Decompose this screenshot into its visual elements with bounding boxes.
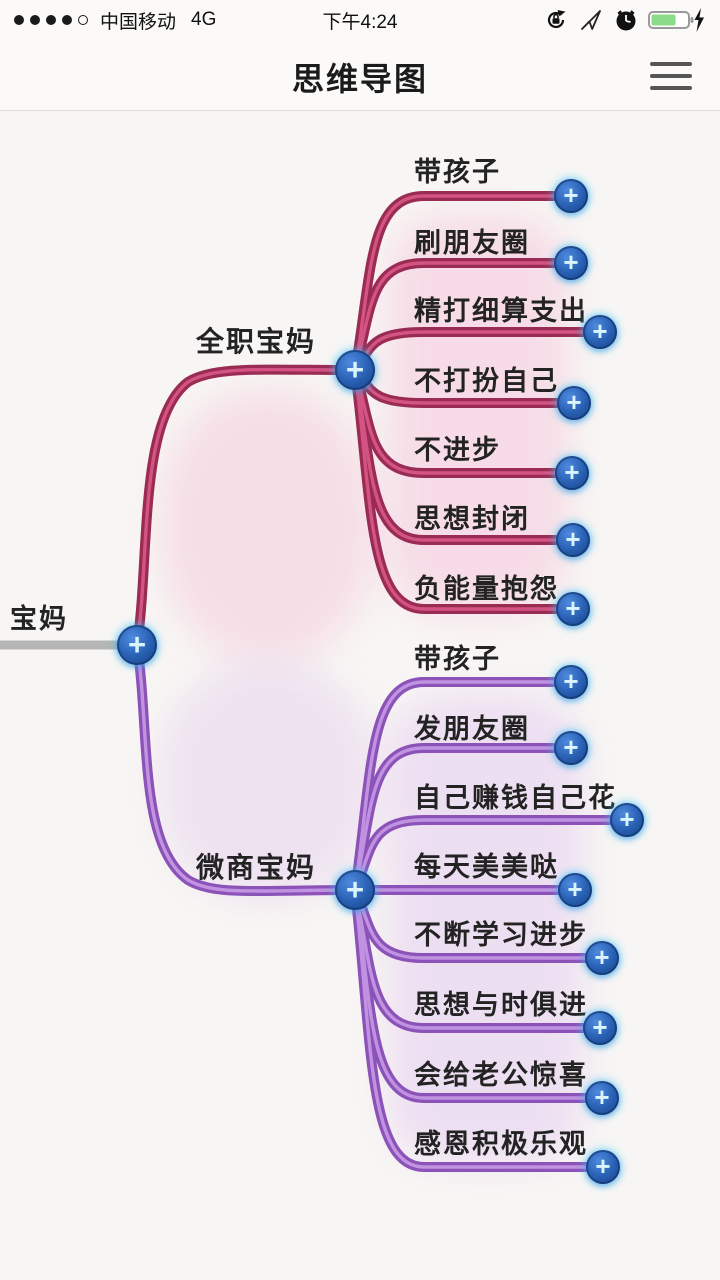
plus-icon: + [567,874,583,904]
node-label-leaf[interactable]: 发朋友圈 [414,714,530,744]
leaf-add-button[interactable]: + [555,456,589,490]
plus-icon: + [565,524,581,554]
leaf-add-button[interactable]: + [554,731,588,765]
plus-icon: + [565,593,581,623]
plus-icon: + [566,387,582,417]
leaf-add-button[interactable]: + [558,873,592,907]
node-label-leaf[interactable]: 思想封闭 [414,504,530,534]
branch1-add-button[interactable]: + [335,350,375,390]
leaf-add-button[interactable]: + [583,1011,617,1045]
leaf-add-button[interactable]: + [586,1150,620,1184]
plus-icon: + [592,316,608,346]
leaf-add-button[interactable]: + [554,246,588,280]
node-label-leaf[interactable]: 刷朋友圈 [414,228,530,258]
plus-icon: + [345,871,365,907]
leaf-add-button[interactable]: + [554,665,588,699]
leaf-add-button[interactable]: + [556,592,590,626]
network-type: 4G [191,9,217,30]
plus-icon: + [563,247,579,277]
carrier-info: 中国移动 4G [14,7,216,34]
node-label-leaf[interactable]: 精打细算支出 [414,296,588,326]
node-label-leaf[interactable]: 自己赚钱自己花 [414,783,617,813]
node-label-leaf[interactable]: 负能量抱怨 [414,574,559,604]
plus-icon: + [563,732,579,762]
plus-icon: + [619,804,635,834]
branch-glow [388,695,583,1165]
node-label-leaf[interactable]: 不断学习进步 [414,920,588,950]
menu-button[interactable] [650,62,692,90]
leaf-add-button[interactable]: + [557,386,591,420]
plus-icon: + [563,666,579,696]
node-label-leaf[interactable]: 带孩子 [414,644,501,674]
leaf-add-button[interactable]: + [583,315,617,349]
node-label-branch1[interactable]: 全职宝妈 [196,326,317,357]
menu-bar-icon [650,86,692,90]
leaf-add-button[interactable]: + [585,1081,619,1115]
menu-bar-icon [650,74,692,78]
plus-icon: + [564,457,580,487]
plus-icon: + [127,626,147,662]
plus-icon: + [592,1012,608,1042]
plus-icon: + [345,351,365,387]
node-label-leaf[interactable]: 思想与时俱进 [414,990,588,1020]
menu-bar-icon [650,62,692,66]
branch-glow [388,215,568,615]
root-add-button[interactable]: + [117,625,157,665]
branch2-add-button[interactable]: + [335,870,375,910]
signal-dot-icon [62,15,72,25]
rotation-lock-icon [543,7,569,33]
signal-dot-empty-icon [78,15,88,25]
leaf-add-button[interactable]: + [585,941,619,975]
node-label-leaf[interactable]: 不打扮自己 [414,366,559,396]
carrier-name: 中国移动 [100,11,177,33]
branch-glow [160,665,375,900]
plus-icon: + [563,180,579,210]
page-title: 思维导图 [291,61,428,97]
node-label-leaf[interactable]: 感恩积极乐观 [414,1129,588,1159]
status-icons [543,7,706,33]
location-arrow-icon [578,7,604,33]
signal-dot-icon [30,15,40,25]
alarm-clock-icon [613,7,639,33]
status-bar: 中国移动 4G 下午4:24 [0,0,720,40]
branch-glow [160,390,375,660]
node-label-branch2[interactable]: 微商宝妈 [196,852,317,883]
battery-charging-icon [648,7,706,33]
leaf-add-button[interactable]: + [554,179,588,213]
node-label-leaf[interactable]: 不进步 [414,435,501,465]
plus-icon: + [594,942,610,972]
node-label-root[interactable]: 宝妈 [10,604,68,634]
signal-dot-icon [14,15,24,25]
node-label-leaf[interactable]: 会给老公惊喜 [414,1060,588,1090]
signal-dot-icon [46,15,56,25]
plus-icon: + [594,1082,610,1112]
app-header: 思维导图 [0,40,720,111]
plus-icon: + [595,1151,611,1181]
node-label-leaf[interactable]: 每天美美哒 [414,852,559,882]
leaf-add-button[interactable]: + [610,803,644,837]
leaf-add-button[interactable]: + [556,523,590,557]
node-label-leaf[interactable]: 带孩子 [414,157,501,187]
